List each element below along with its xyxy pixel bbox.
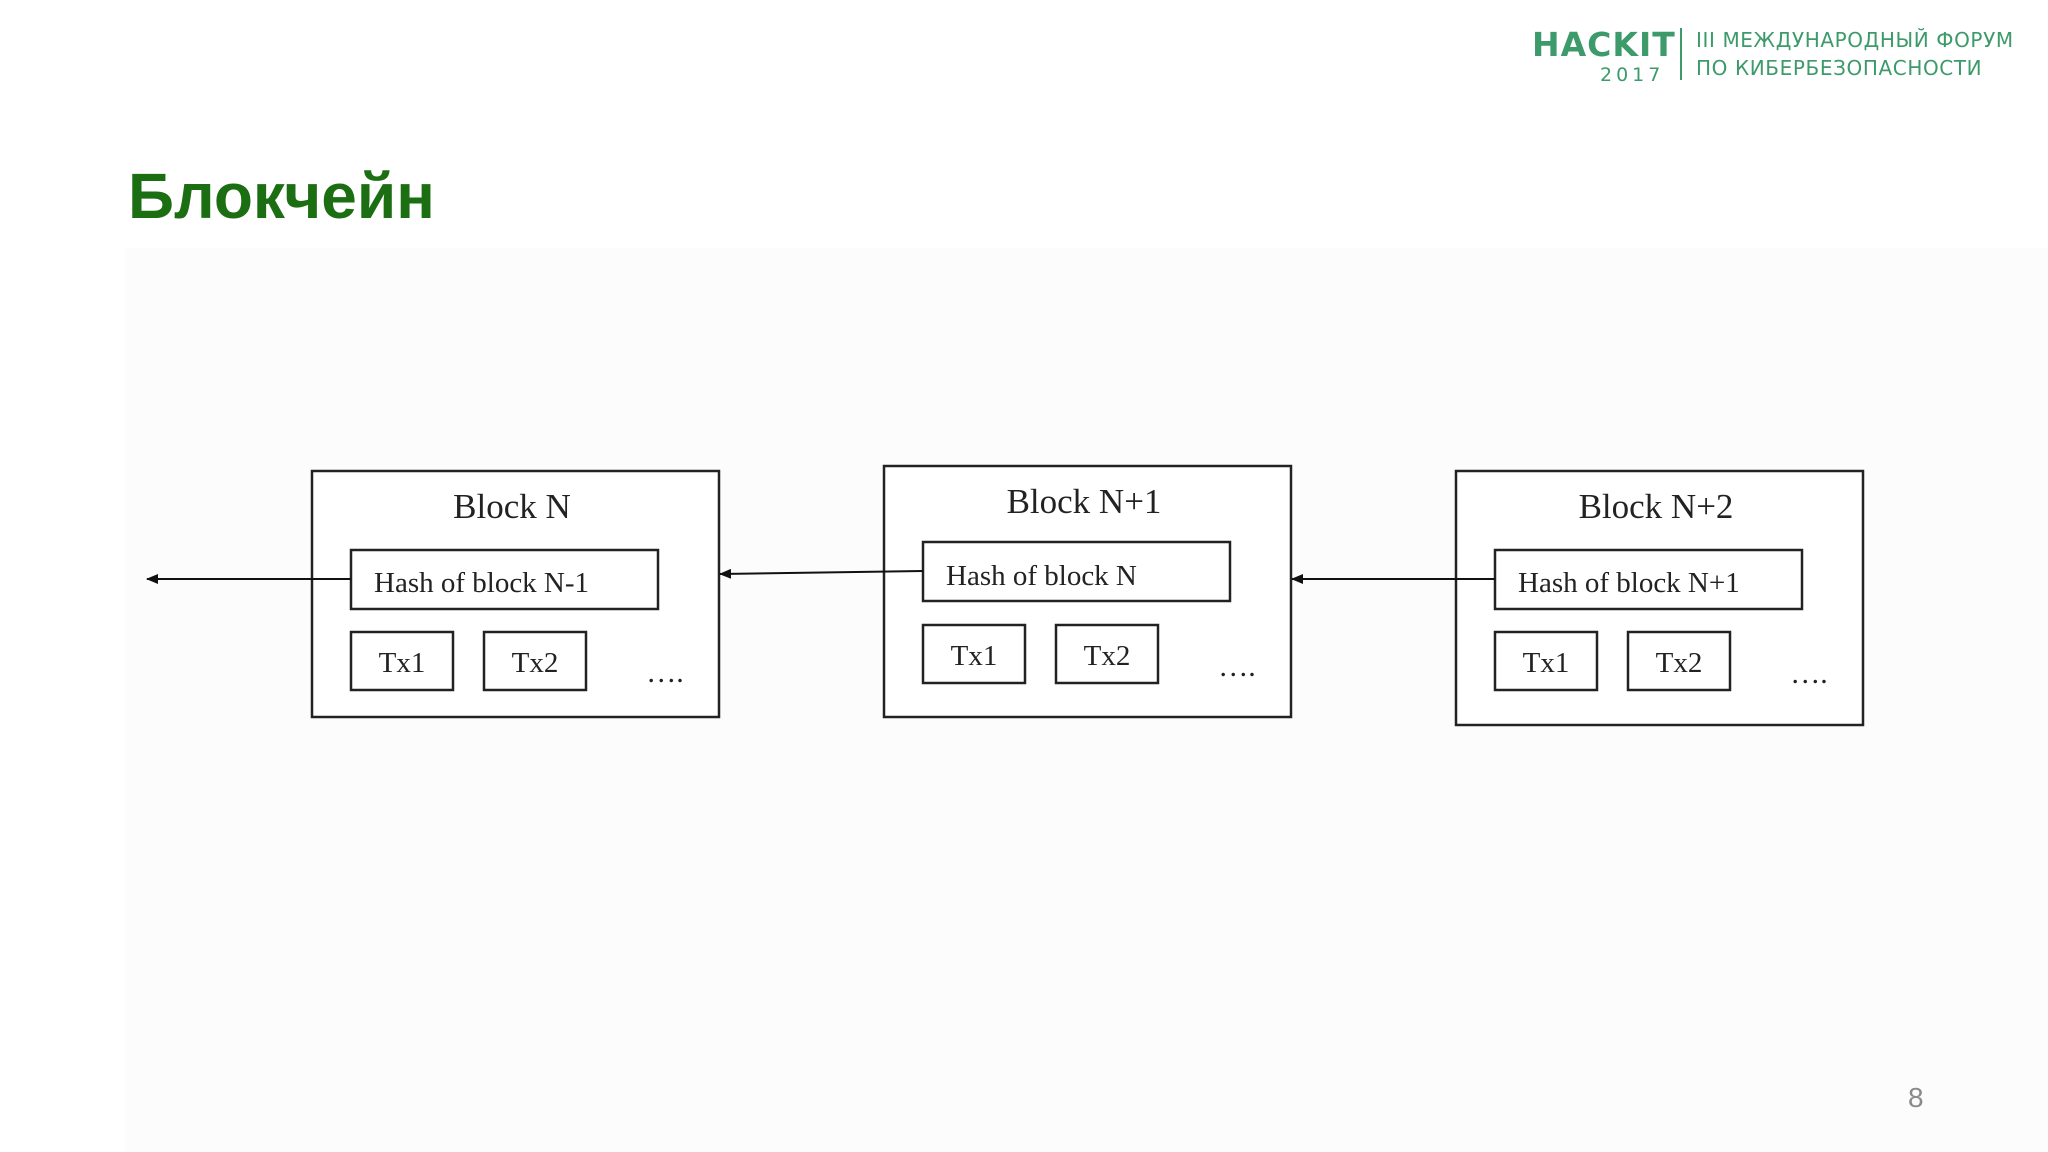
block-n-plus-1-hash-label: Hash of block N	[946, 560, 1137, 592]
block-n-plus-1-hash-box	[921, 540, 1232, 603]
page-number: 8	[1908, 1082, 1924, 1113]
block-n-plus-2-tx1-label: Tx1	[1523, 647, 1570, 679]
block-n-tx2-box	[482, 630, 588, 692]
block-n-plus-1-tx2-label: Tx2	[1084, 640, 1131, 672]
block-n-plus-1: Block N+1 Hash of block N Tx1 Tx2 ….	[882, 464, 1293, 719]
block-n-hash-label: Hash of block N-1	[374, 567, 589, 599]
arrow-to-block-n	[719, 568, 924, 579]
block-n-tx1-label: Tx1	[379, 647, 426, 679]
block-n-plus-1-tx2-box	[1054, 623, 1160, 685]
block-n-plus-1-title: Block N+1	[1007, 482, 1162, 521]
logo-forum-line-1: III МЕЖДУНАРОДНЫЙ ФОРУМ	[1696, 28, 2014, 52]
block-n-plus-2-hash-box	[1493, 548, 1804, 611]
hackit-logo: HACKIT 2017 III МЕЖДУНАРОДНЫЙ ФОРУМ ПО К…	[1532, 24, 2032, 87]
block-n-plus-2: Block N+2 Hash of block N+1 Tx1 Tx2 ….	[1454, 469, 1865, 727]
block-n-plus-2-title: Block N+2	[1579, 487, 1734, 526]
block-n-tx2-label: Tx2	[512, 647, 559, 679]
logo-forum-line-2: ПО КИБЕРБЕЗОПАСНОСТИ	[1696, 56, 1983, 80]
block-n-plus-2-tx2-box	[1626, 630, 1732, 692]
block-n-plus-2-tx1-box	[1493, 630, 1599, 692]
block-n-tx1-box	[349, 630, 455, 692]
block-n: Block N Hash of block N-1 Tx1 Tx2 ….	[310, 469, 721, 719]
block-n-plus-2-tx2-label: Tx2	[1656, 647, 1703, 679]
block-n-plus-2-hash-label: Hash of block N+1	[1518, 567, 1740, 599]
page-title: Блокчейн	[128, 160, 435, 232]
block-n-plus-1-tx1-box	[921, 623, 1027, 685]
block-n-title: Block N	[453, 487, 571, 526]
block-n-plus-1-ellipsis: ….	[1218, 650, 1256, 683]
logo-year: 2017	[1600, 64, 1665, 86]
block-n-plus-1-tx1-label: Tx1	[951, 640, 998, 672]
block-n-ellipsis: ….	[646, 656, 684, 689]
logo-divider	[1680, 28, 1682, 80]
block-n-plus-2-ellipsis: ….	[1790, 657, 1828, 690]
logo-brand: HACKIT	[1532, 25, 1676, 64]
